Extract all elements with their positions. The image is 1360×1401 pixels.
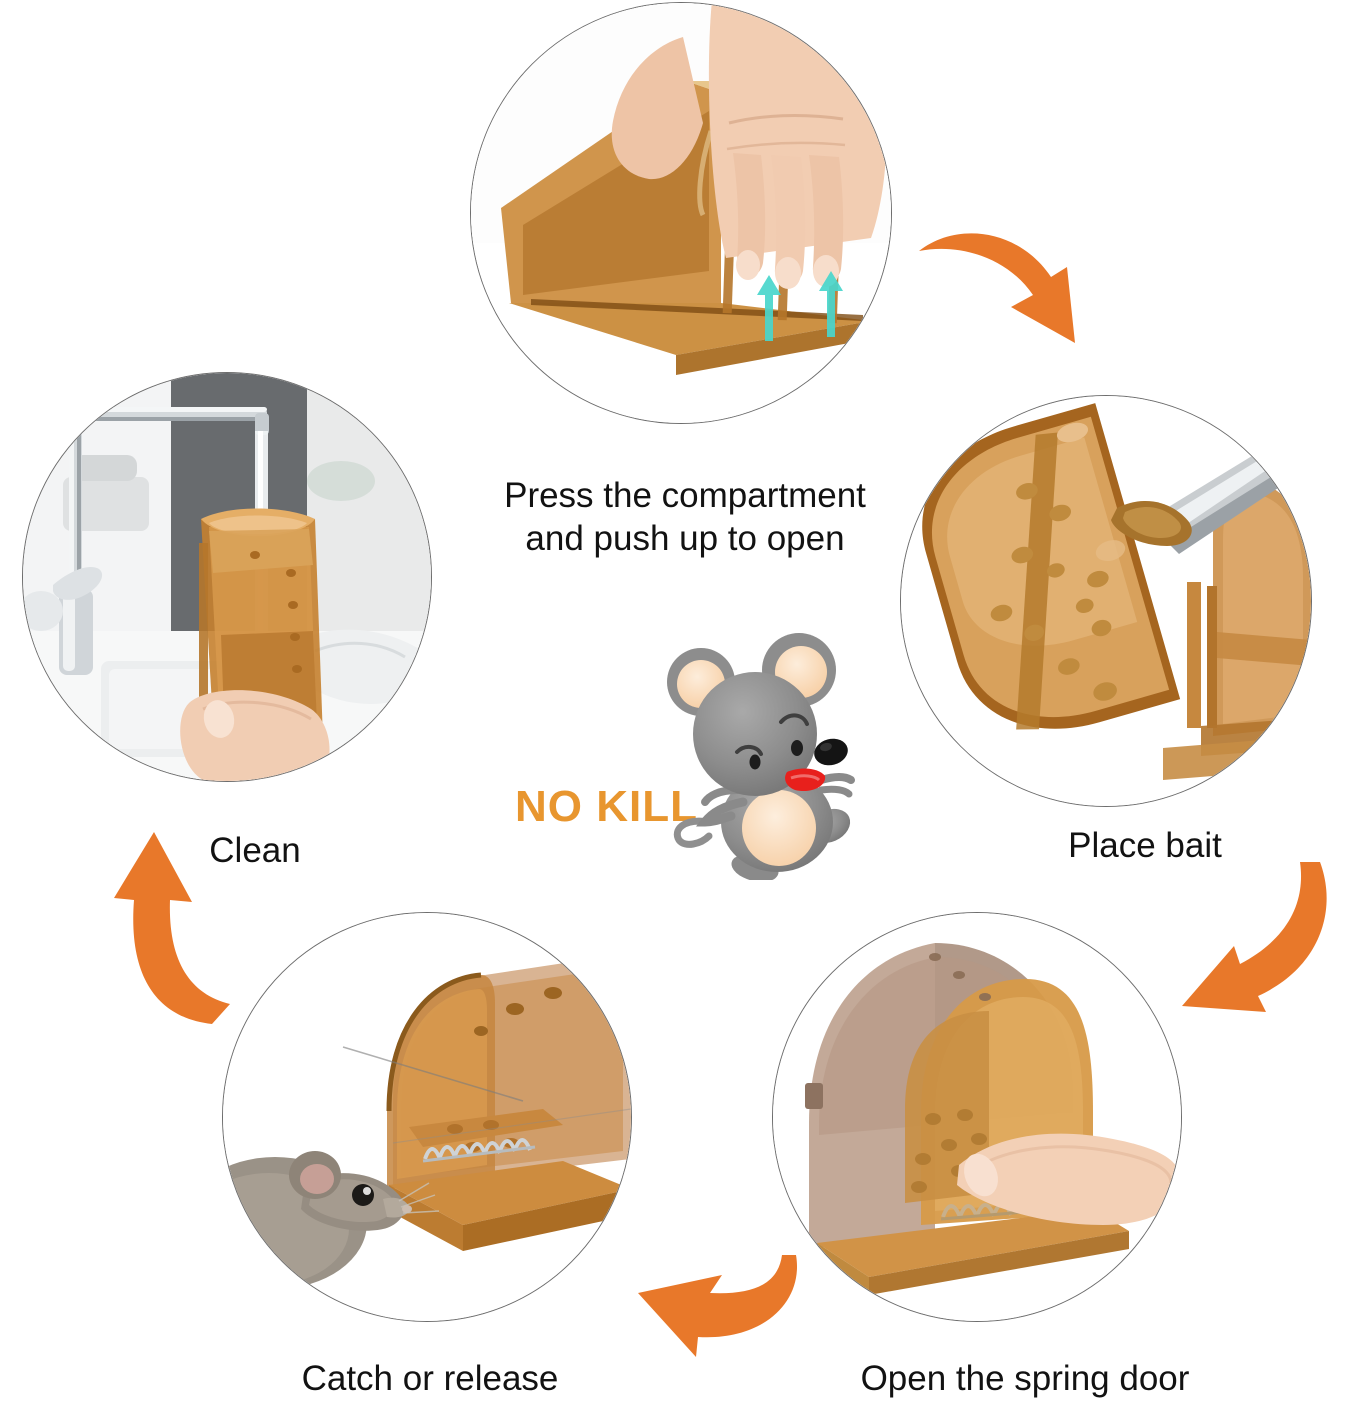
open-spring-door-photo [772, 912, 1182, 1322]
place-bait-illustration [901, 396, 1311, 806]
caption-open-spring-door: Open the spring door [860, 1359, 1190, 1398]
press-compartment-photo [470, 2, 892, 424]
no-kill-slogan: NO KILL [515, 782, 698, 831]
catch-or-release-photo [222, 912, 632, 1322]
teal-up-arrow-group [757, 271, 843, 341]
caption-clean: Clean [209, 831, 301, 870]
arrow-press-to-bait [919, 233, 1075, 343]
press-compartment-illustration [471, 3, 891, 423]
cartoon-mouse-mascot-icon [667, 633, 855, 880]
arrow-bait-to-door [1182, 862, 1327, 1012]
caption-press-compartment: Press the compartment and push up to ope… [504, 476, 866, 558]
arrow-door-to-catch [638, 1255, 798, 1357]
center-branding: NO KILL [505, 630, 895, 880]
arrow-catch-to-clean [114, 832, 230, 1024]
place-bait-photo [900, 395, 1312, 807]
caption-place-bait: Place bait [1068, 826, 1222, 865]
catch-or-release-illustration [223, 913, 631, 1321]
clean-illustration [23, 373, 431, 781]
caption-catch-or-release: Catch or release [301, 1359, 559, 1398]
open-spring-door-illustration [773, 913, 1181, 1321]
clean-photo [22, 372, 432, 782]
